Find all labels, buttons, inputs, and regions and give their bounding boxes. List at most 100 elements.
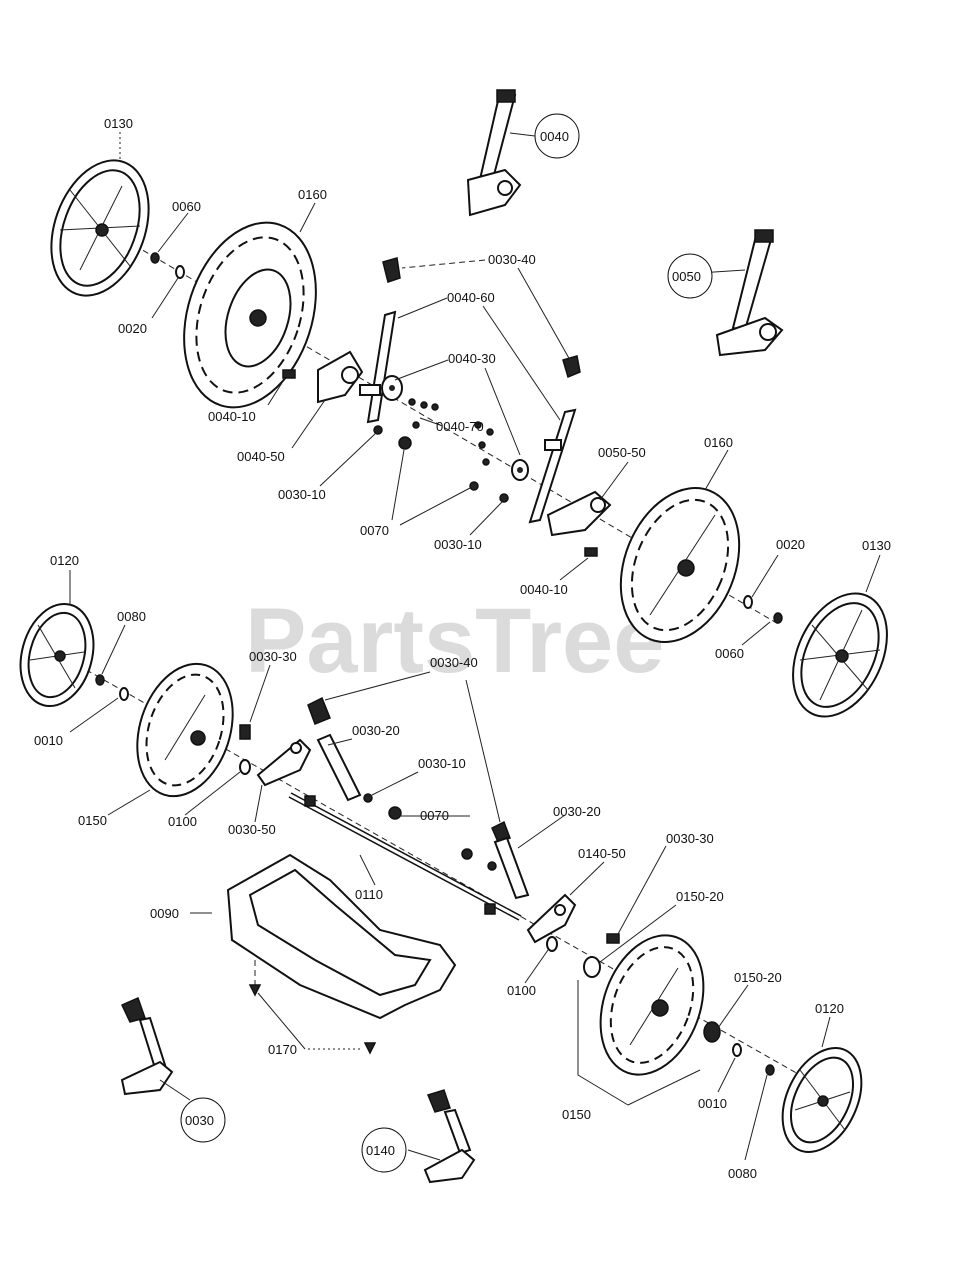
lever-0030-40-lower-left[interactable] — [307, 696, 331, 725]
label-0130-left[interactable]: 0130 — [104, 116, 133, 131]
bracket-0050-50[interactable] — [546, 490, 612, 537]
label-0080-right[interactable]: 0080 — [728, 1166, 757, 1181]
label-0040-10-left[interactable]: 0040-10 — [208, 409, 256, 424]
washer-0020-right[interactable] — [743, 595, 753, 609]
screw-0170-a[interactable] — [248, 984, 262, 997]
spacer-0040-30-left[interactable] — [381, 375, 403, 401]
nut-0070-upper[interactable] — [398, 436, 412, 450]
label-0060-right[interactable]: 0060 — [715, 646, 744, 661]
callout-circle-0050[interactable] — [667, 253, 713, 299]
label-0030-20-right[interactable]: 0030-20 — [553, 804, 601, 819]
label-0140-50[interactable]: 0140-50 — [578, 846, 626, 861]
nut-0070-lower[interactable] — [388, 806, 402, 820]
washer-0080-right[interactable] — [765, 1064, 775, 1076]
lever-0040-60-right[interactable] — [528, 408, 577, 524]
bolt-0040-10-right[interactable] — [584, 547, 598, 557]
bushing-0150-20-b[interactable] — [703, 1021, 721, 1043]
washer-0060-right[interactable] — [773, 612, 783, 624]
nuts-0070-axle[interactable] — [461, 848, 497, 871]
washer-0010-right[interactable] — [732, 1043, 742, 1057]
label-0160-left[interactable]: 0160 — [298, 187, 327, 202]
callout-circle-0030[interactable] — [180, 1097, 226, 1143]
label-0070-lower[interactable]: 0070 — [420, 808, 449, 823]
washer-0030-10-upper-a[interactable] — [373, 425, 383, 435]
wheel-0160-left[interactable] — [162, 205, 339, 424]
spacer-0040-30-right[interactable] — [511, 459, 529, 481]
bracket-0030-20-left[interactable] — [316, 733, 362, 802]
lever-0030-40-upper-right[interactable] — [562, 355, 581, 379]
spacer-0100-right[interactable] — [546, 936, 558, 952]
label-0060-left[interactable]: 0060 — [172, 199, 201, 214]
bracket-0140-50[interactable] — [526, 893, 577, 944]
screws-0040-70[interactable] — [408, 398, 494, 466]
bracket-0030-20-right[interactable] — [493, 836, 530, 900]
wheel-0150-left[interactable] — [121, 651, 249, 808]
label-0030-20-left[interactable]: 0030-20 — [352, 723, 400, 738]
height-adjuster-assembly-0040[interactable] — [466, 89, 522, 217]
label-0040-60[interactable]: 0040-60 — [447, 290, 495, 305]
label-0080-left[interactable]: 0080 — [117, 609, 146, 624]
label-0020-right[interactable]: 0020 — [776, 537, 805, 552]
label-0040-50[interactable]: 0040-50 — [237, 449, 285, 464]
label-0050-50[interactable]: 0050-50 — [598, 445, 646, 460]
hub-cap-0130-left[interactable] — [34, 147, 166, 309]
hub-cap-0130-right[interactable] — [774, 578, 905, 731]
lever-0030-40-upper[interactable] — [382, 257, 401, 283]
label-0040[interactable]: 0040 — [540, 129, 569, 144]
washer-0020-left[interactable] — [175, 265, 185, 279]
bracket-0030-50[interactable] — [256, 738, 312, 787]
spacer-0100-left[interactable] — [239, 759, 251, 775]
bolt-0040-10-left[interactable] — [282, 369, 296, 379]
label-0120-right[interactable]: 0120 — [815, 1001, 844, 1016]
callout-circle-0140[interactable] — [361, 1127, 407, 1173]
label-0150-20-lower[interactable]: 0150-20 — [734, 970, 782, 985]
lever-0040-60-left[interactable] — [359, 310, 397, 424]
label-0070-upper[interactable]: 0070 — [360, 523, 389, 538]
front-bumper-0090[interactable] — [226, 853, 457, 1020]
assembly-0140-parts[interactable] — [423, 1089, 476, 1184]
hub-cap-0120-right[interactable] — [767, 1035, 877, 1164]
label-0150-20-upper[interactable]: 0150-20 — [676, 889, 724, 904]
bolt-0030-30-left[interactable] — [239, 724, 251, 740]
label-0030-40-lower[interactable]: 0030-40 — [430, 655, 478, 670]
label-0100-right[interactable]: 0100 — [507, 983, 536, 998]
label-0030-10-mid[interactable]: 0030-10 — [434, 537, 482, 552]
wheel-0150-right[interactable] — [582, 921, 721, 1089]
label-0040-70[interactable]: 0040-70 — [436, 419, 484, 434]
label-0030-10-lower[interactable]: 0030-10 — [418, 756, 466, 771]
label-0030-30-left[interactable]: 0030-30 — [249, 649, 297, 664]
bolt-0030-30-right[interactable] — [606, 933, 620, 944]
bushing-0150-20-a[interactable] — [583, 956, 601, 978]
hub-cap-0120-left[interactable] — [10, 596, 105, 715]
washers-0030-10-upper-b[interactable] — [469, 481, 509, 503]
label-0030-50[interactable]: 0030-50 — [228, 822, 276, 837]
label-0150-right[interactable]: 0150 — [562, 1107, 591, 1122]
label-0010-left[interactable]: 0010 — [34, 733, 63, 748]
label-0130-right[interactable]: 0130 — [862, 538, 891, 553]
height-adjuster-assembly-0050[interactable] — [715, 229, 784, 357]
label-0170[interactable]: 0170 — [268, 1042, 297, 1057]
label-0090[interactable]: 0090 — [150, 906, 179, 921]
callout-circle-0040[interactable] — [534, 113, 580, 159]
label-0150-left[interactable]: 0150 — [78, 813, 107, 828]
label-0030-30-right[interactable]: 0030-30 — [666, 831, 714, 846]
assembly-0030-parts[interactable] — [120, 996, 174, 1096]
label-0140[interactable]: 0140 — [366, 1143, 395, 1158]
label-0020-left[interactable]: 0020 — [118, 321, 147, 336]
label-0040-10-right[interactable]: 0040-10 — [520, 582, 568, 597]
label-0030-40-upper[interactable]: 0030-40 — [488, 252, 536, 267]
washer-0030-10-lower[interactable] — [363, 793, 373, 803]
label-0160-right[interactable]: 0160 — [704, 435, 733, 450]
label-0040-30[interactable]: 0040-30 — [448, 351, 496, 366]
axle-0110[interactable] — [288, 792, 522, 921]
washer-0060-left[interactable] — [150, 252, 160, 264]
screw-0170-b[interactable] — [363, 1042, 377, 1055]
label-0050[interactable]: 0050 — [672, 269, 701, 284]
washer-0010-left[interactable] — [119, 687, 129, 701]
label-0030-10-upper[interactable]: 0030-10 — [278, 487, 326, 502]
label-0120-left[interactable]: 0120 — [50, 553, 79, 568]
label-0100-left[interactable]: 0100 — [168, 814, 197, 829]
washer-0080-left[interactable] — [95, 674, 105, 686]
label-0010-right[interactable]: 0010 — [698, 1096, 727, 1111]
bracket-0040-50[interactable] — [317, 350, 364, 404]
